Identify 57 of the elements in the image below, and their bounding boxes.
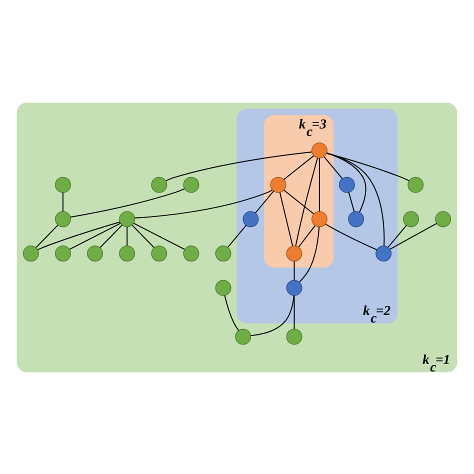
- node-circle: [348, 210, 364, 227]
- connector: [133, 222, 186, 250]
- node-circle: [215, 279, 232, 296]
- node-circle: [435, 210, 452, 227]
- connector: [250, 294, 294, 336]
- node-circle: [22, 245, 39, 262]
- node-circle: [151, 176, 168, 192]
- node-circle: [54, 245, 71, 262]
- node-circle: [408, 176, 424, 192]
- connector: [298, 224, 316, 248]
- connector: [279, 192, 294, 246]
- connector: [62, 192, 64, 212]
- node-circle: [270, 176, 286, 192]
- node-circle: [403, 210, 420, 227]
- connector: [254, 190, 274, 213]
- connector: [294, 294, 295, 329]
- node-circle: [286, 245, 302, 262]
- connector: [132, 224, 155, 248]
- connector: [100, 224, 123, 248]
- node-circle: [54, 176, 71, 192]
- connector: [348, 191, 355, 212]
- connector: [299, 226, 320, 282]
- node-circle: [183, 176, 200, 192]
- node-circle: [286, 328, 302, 344]
- connector: [318, 157, 320, 212]
- node-circle: [119, 210, 136, 227]
- connector: [36, 224, 58, 248]
- node-circle: [376, 245, 392, 262]
- connector: [37, 221, 120, 250]
- node-circle: [54, 210, 71, 227]
- connector: [224, 294, 240, 330]
- connector: [295, 156, 318, 246]
- connector: [294, 260, 295, 280]
- node-circle: [151, 245, 168, 262]
- connector: [70, 188, 185, 218]
- connector: [283, 189, 314, 214]
- connector: [126, 226, 128, 246]
- node-circle: [183, 245, 200, 262]
- node-circle: [215, 245, 232, 262]
- connector: [283, 154, 314, 180]
- node-circle: [338, 176, 355, 192]
- connector: [165, 151, 312, 181]
- connector: [326, 152, 385, 246]
- connector: [390, 222, 438, 250]
- node-circle: [87, 245, 104, 262]
- node-circle: [242, 210, 259, 227]
- node-circle: [311, 210, 328, 227]
- connector: [227, 224, 247, 248]
- node-circle: [286, 279, 302, 296]
- node-circle: [235, 328, 252, 344]
- connector: [388, 224, 407, 248]
- connector: [69, 222, 121, 250]
- connector: [323, 156, 343, 179]
- connector: [134, 188, 273, 218]
- node-circle: [119, 245, 136, 262]
- connector: [324, 223, 378, 250]
- node-circle: [311, 142, 328, 158]
